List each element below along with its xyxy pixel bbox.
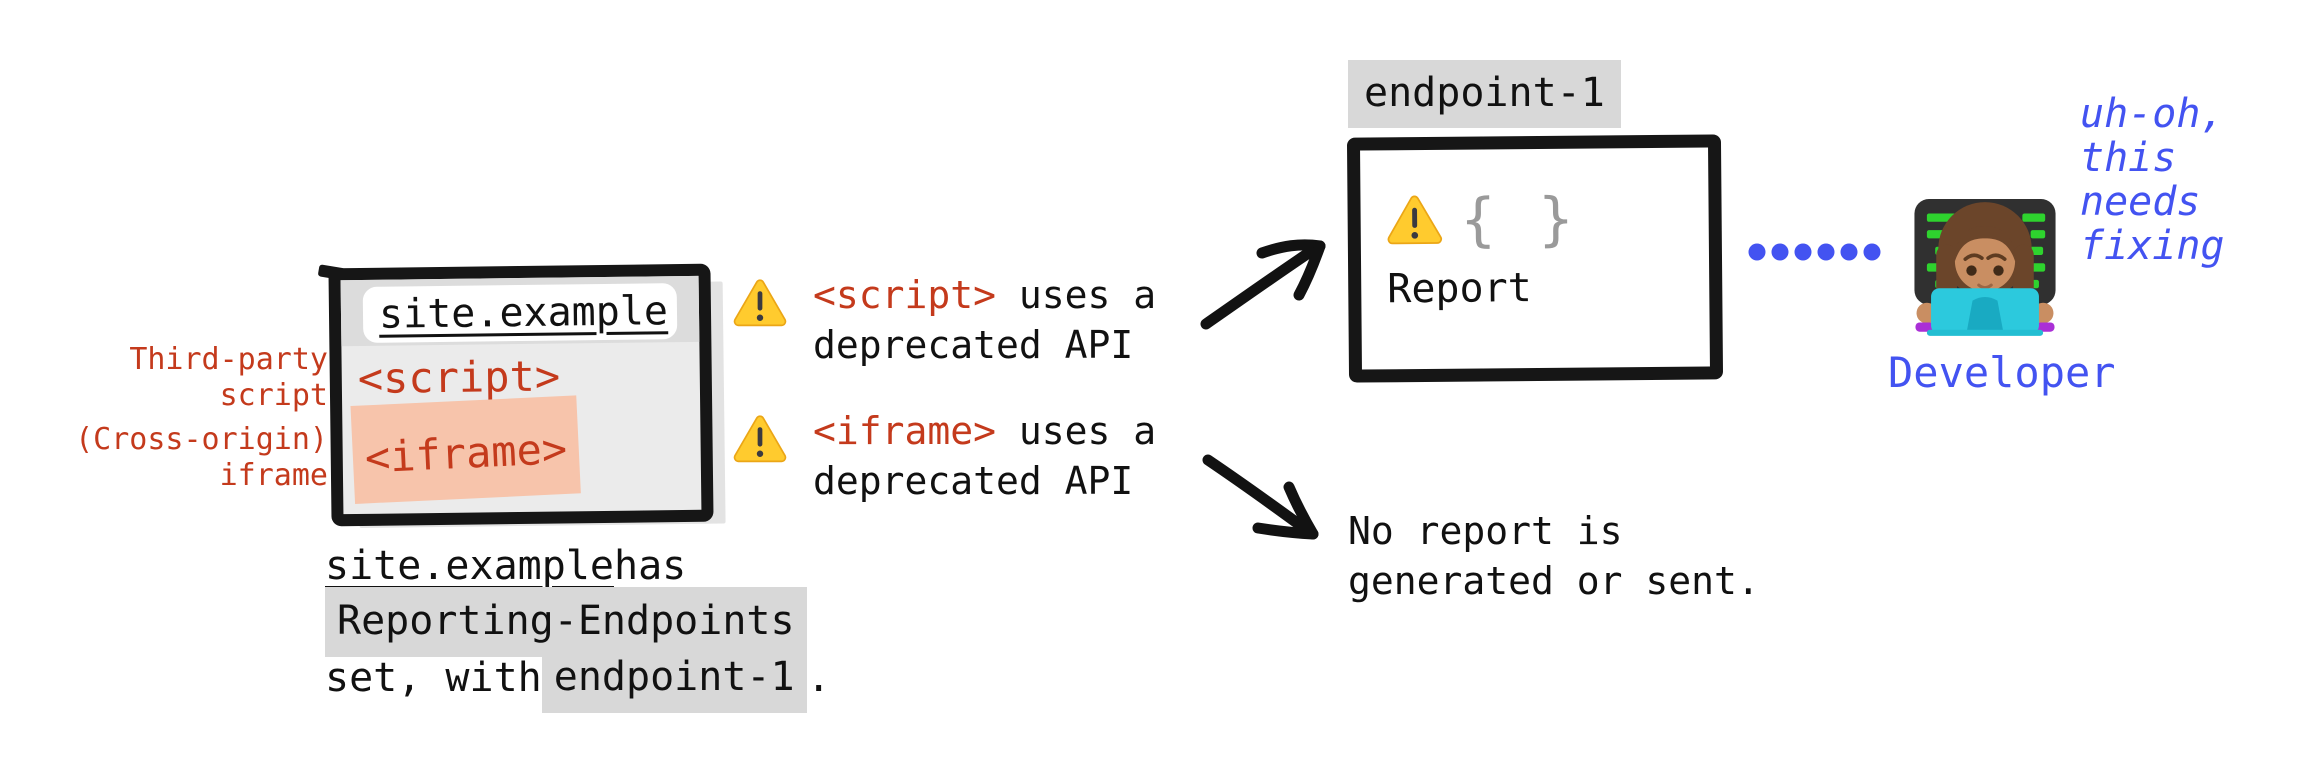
warning-text: <iframe> uses a deprecated API: [813, 406, 1156, 506]
warning-rest-text: uses a: [996, 409, 1157, 453]
speech-text: uh-oh, this needs fixing: [2080, 92, 2225, 268]
warning-line2-text: deprecated API: [813, 323, 1134, 367]
json-braces-icon: { }: [1460, 184, 1578, 254]
dotted-line: [1748, 243, 1881, 261]
caption-site-text: site.example: [325, 543, 614, 589]
cross-origin-iframe-label: (Cross-origin) iframe: [75, 422, 328, 493]
speech-line: fixing: [2080, 223, 2225, 269]
arrow-to-no-report: [1202, 454, 1319, 540]
caption-after-site: has: [613, 543, 687, 589]
report-row: { }: [1386, 184, 1578, 254]
no-report-line1: No report is: [1348, 509, 1623, 553]
sketch-stroke-nub: [317, 264, 346, 281]
report-label: Report: [1387, 265, 1532, 313]
warning-text: <script> uses a deprecated API: [813, 270, 1156, 370]
endpoint-chip: endpoint-1: [541, 643, 807, 713]
no-report-line2: generated or sent.: [1348, 559, 1760, 603]
iframe-highlight: <iframe>: [350, 395, 581, 504]
warning-icon: [733, 279, 787, 327]
endpoint-label: endpoint-1: [1348, 60, 1621, 128]
woman-technologist-emoji: [1914, 198, 2056, 336]
report-box: { } Report: [1346, 134, 1724, 383]
speech-line: this: [2080, 135, 2177, 181]
warning-icon: [733, 415, 787, 463]
caption-line-3: set, with endpoint-1 .: [325, 643, 831, 713]
script-tag-text: <script>: [357, 351, 561, 403]
warning-row-script: <script> uses a deprecated API: [733, 270, 1156, 370]
warning-tag-text: <script>: [813, 273, 997, 317]
iframe-tag-text: <iframe>: [363, 423, 569, 483]
caption-line3-suffix: .: [806, 655, 831, 701]
address-bar: site.example: [362, 283, 678, 343]
warning-rest-text: uses a: [996, 273, 1157, 317]
browser-window: site.example <script> <iframe>: [317, 263, 714, 527]
caption-line3-prefix: set, with: [325, 655, 542, 701]
developer-label: Developer: [1888, 348, 2116, 397]
speech-line: uh-oh,: [2080, 91, 2225, 137]
caption-line-1: site.example has: [325, 538, 831, 594]
arrow-to-endpoint: [1200, 239, 1326, 330]
warning-tag-text: <iframe>: [813, 409, 997, 453]
warning-line2-text: deprecated API: [813, 459, 1134, 503]
url-text: site.example: [378, 288, 669, 338]
caption-line-2: Reporting-Endpoints: [325, 587, 831, 657]
warning-icon: [1387, 195, 1443, 245]
speech-line: needs: [2080, 179, 2201, 225]
warning-row-iframe: <iframe> uses a deprecated API: [733, 406, 1156, 506]
caption: site.example has Reporting-Endpoints set…: [325, 538, 831, 713]
third-party-script-label: Third-party script: [129, 342, 328, 413]
reporting-endpoints-chip: Reporting-Endpoints: [325, 587, 807, 657]
no-report-text: No report is generated or sent.: [1348, 506, 1760, 606]
